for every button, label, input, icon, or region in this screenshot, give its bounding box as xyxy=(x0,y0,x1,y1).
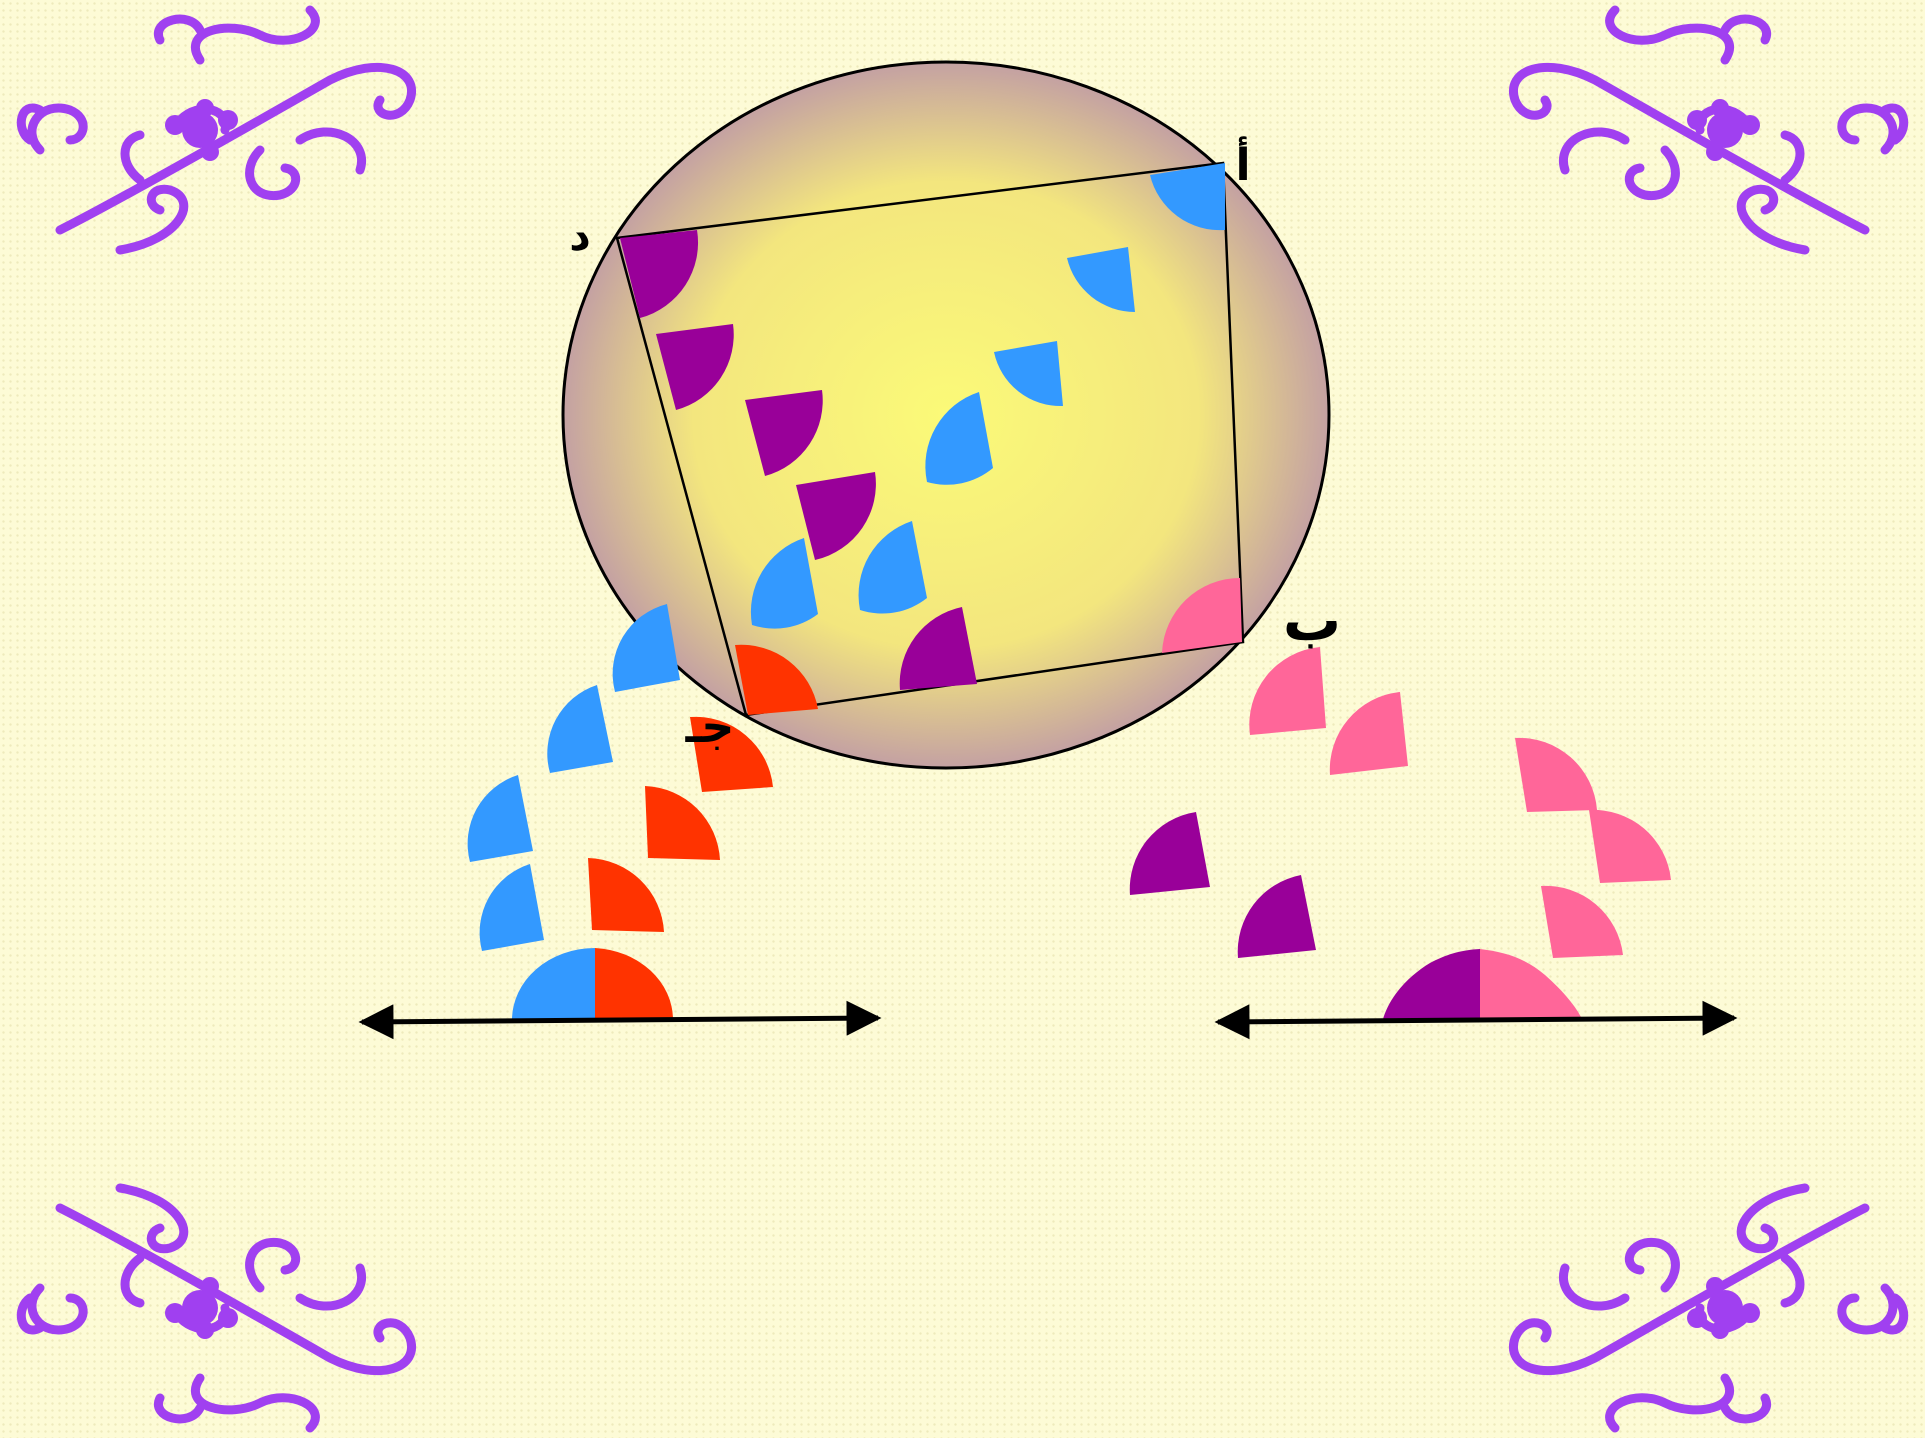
quarter-circle-icon xyxy=(1329,692,1408,775)
quarter-circle-icon xyxy=(858,521,927,614)
corner-ornament-top-right-icon xyxy=(1513,10,1903,250)
quarter-circle-icon xyxy=(899,607,977,690)
quarter-circle-icon xyxy=(750,538,818,629)
vertex-label-c: جـ xyxy=(685,699,735,753)
quarter-circle-icon xyxy=(1515,737,1597,812)
quarter-circle-icon xyxy=(1541,885,1623,958)
inscribed-quadrilateral xyxy=(615,161,1245,717)
corner-ornament-bottom-left-icon xyxy=(21,1188,411,1428)
quarter-circle-icon xyxy=(620,230,699,318)
quarter-circle-icon xyxy=(1129,812,1210,895)
quarter-circle-icon xyxy=(690,716,773,792)
vertex-label-a: أ xyxy=(1235,136,1250,191)
quarter-circle-icon xyxy=(645,786,720,860)
quarter-circle-icon xyxy=(595,948,674,1020)
straight-line-left-double-headed-arrow-icon xyxy=(358,1000,882,1040)
quarter-circle-icon xyxy=(1249,647,1326,735)
quarter-circle-icon xyxy=(796,472,876,560)
vertex-label-d: د xyxy=(569,211,591,260)
quarter-circle-icon xyxy=(1150,163,1225,231)
quarter-circle-icon xyxy=(1589,809,1671,883)
quarter-circle-icon xyxy=(1237,875,1316,958)
quarter-circle-icon xyxy=(925,392,993,485)
vertex-label-b: ب xyxy=(1283,586,1341,654)
quarter-circle-icon xyxy=(479,864,544,951)
quarter-circle-icon xyxy=(745,390,823,476)
quarter-circle-icon xyxy=(1162,577,1242,653)
quarter-circle-icon xyxy=(588,858,664,932)
corner-ornament-top-left-icon xyxy=(21,10,411,250)
straight-line-right-double-headed-arrow-icon xyxy=(1214,1000,1738,1040)
angle-pieces-left-arc xyxy=(467,604,773,1020)
quarter-circle-icon xyxy=(467,775,533,862)
angle-pieces-right-arc xyxy=(1129,647,1671,1019)
quarter-circle-icon xyxy=(1067,247,1135,312)
quarter-circle-icon xyxy=(512,948,595,1020)
quarter-circle-icon xyxy=(547,685,613,773)
corner-ornament-bottom-right-icon xyxy=(1513,1188,1903,1428)
quarter-circle-icon xyxy=(656,324,734,410)
quarter-circle-icon xyxy=(612,604,680,692)
quarter-circle-icon xyxy=(1480,949,1582,1019)
angle-pieces-inside xyxy=(620,163,1242,715)
quarter-circle-icon xyxy=(1383,949,1480,1019)
quarter-circle-icon xyxy=(735,644,818,715)
quarter-circle-icon xyxy=(994,341,1063,407)
